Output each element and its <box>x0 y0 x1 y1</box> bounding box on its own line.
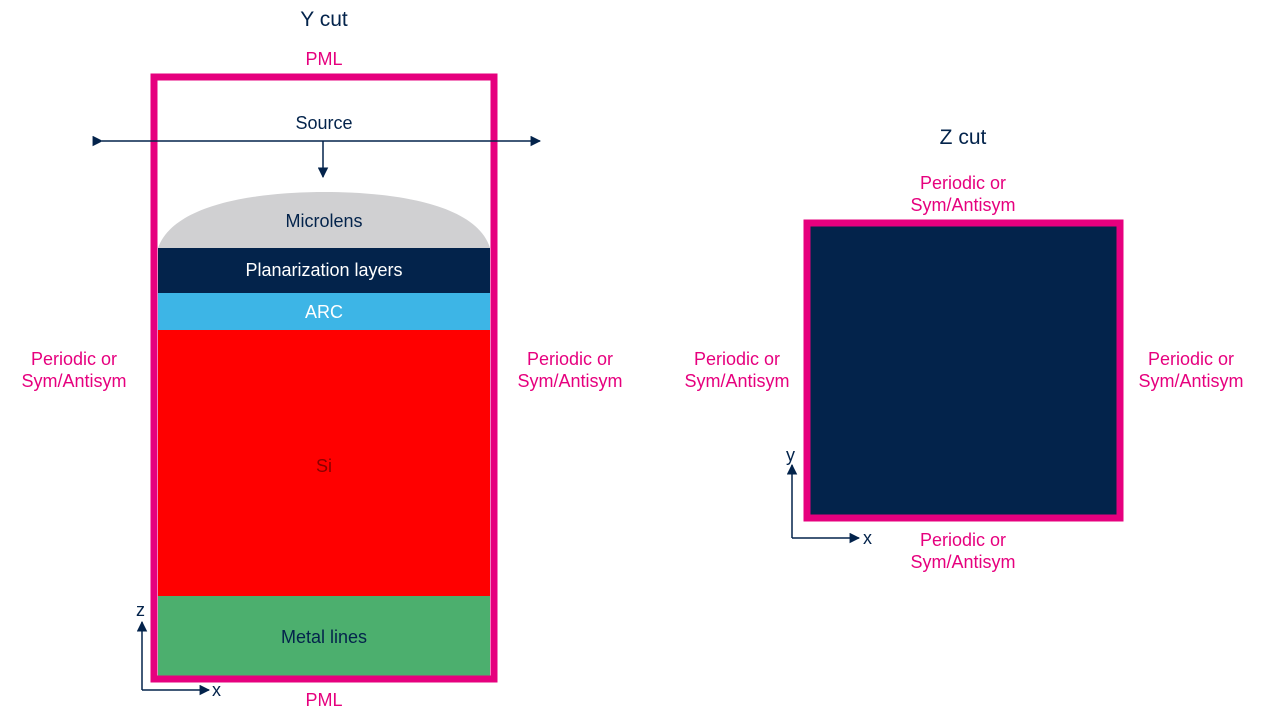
pml-top-label: PML <box>305 49 343 69</box>
microlens-shape <box>158 192 490 248</box>
pml-bottom-label: PML <box>305 690 343 710</box>
si-label: Si <box>315 456 332 476</box>
si-layer <box>158 330 490 596</box>
planarization-label: Planarization layers <box>245 260 403 280</box>
planarization-layer <box>158 248 490 293</box>
z-cut-left-boundary-label: Periodic or Sym/Antisym <box>684 349 790 391</box>
arc-layer <box>158 293 490 330</box>
z-cut-bottom-boundary-label: Periodic or Sym/Antisym <box>910 530 1016 572</box>
y-axis-label-z: y <box>786 445 795 465</box>
arc-label: ARC <box>304 302 343 322</box>
metal-lines-layer <box>158 596 490 676</box>
y-cut-title: Y cut <box>300 8 348 31</box>
z-axis-label: z <box>136 600 145 620</box>
y-cut-boundary <box>150 73 498 683</box>
source-label: Source <box>295 113 353 133</box>
z-cut-domain <box>803 219 1124 522</box>
x-axis-label: x <box>212 680 221 700</box>
microlens-label: Microlens <box>285 211 363 231</box>
metal-lines-label: Metal lines <box>280 627 368 647</box>
y-cut-right-boundary-label: Periodic or Sym/Antisym <box>517 349 623 391</box>
z-cut-title: Z cut <box>939 126 987 149</box>
z-cut-top-boundary-label: Periodic or Sym/Antisym <box>910 173 1016 215</box>
z-cut-right-boundary-label: Periodic or Sym/Antisym <box>1138 349 1244 391</box>
y-cut-left-boundary-label: Periodic or Sym/Antisym <box>21 349 127 391</box>
x-axis-label-z: x <box>863 528 872 548</box>
